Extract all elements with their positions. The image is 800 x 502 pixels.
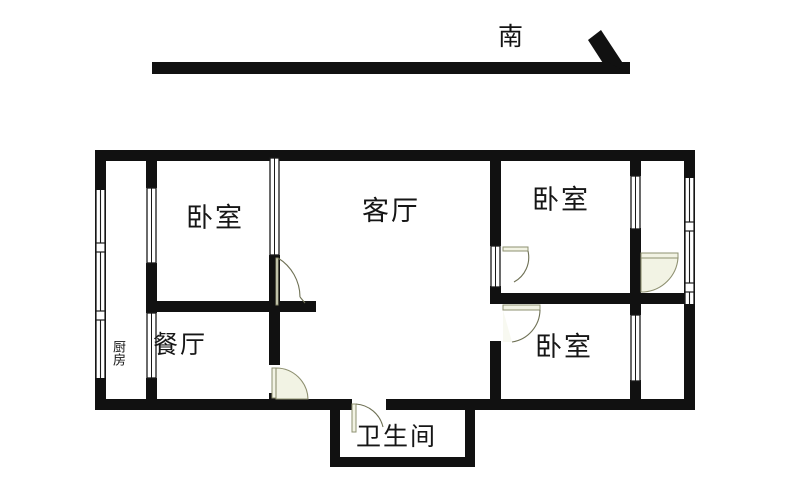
wall-pillars bbox=[136, 150, 685, 410]
door-bedroom-bottomright bbox=[502, 304, 541, 343]
compass-direction-label: 南 bbox=[498, 22, 524, 51]
room-label-bathroom: 卫生间 bbox=[356, 422, 438, 451]
window-living-right-partition bbox=[490, 245, 501, 288]
interior-walls bbox=[146, 150, 684, 410]
room-label-bedroom-bottom-right: 卧室 bbox=[535, 332, 593, 363]
window-left-exterior bbox=[95, 185, 106, 383]
door-dining-room bbox=[271, 367, 309, 400]
door-bedroom-topright bbox=[502, 246, 530, 283]
door-balcony bbox=[640, 252, 679, 293]
compass-arrow-icon bbox=[152, 30, 630, 74]
exterior-walls bbox=[95, 150, 695, 410]
room-label-bedroom-top-right: 卧室 bbox=[532, 185, 590, 216]
window-bedroom-bottomright bbox=[630, 314, 641, 382]
door-bathroom bbox=[351, 403, 384, 433]
window-right-exterior bbox=[684, 173, 695, 309]
window-living-left-partition bbox=[269, 157, 280, 256]
window-bedroom-topright bbox=[630, 175, 641, 230]
door-bedroom-topleft bbox=[275, 257, 306, 306]
window-dining-partition bbox=[146, 312, 157, 379]
window-bedroom-topleft-partition bbox=[146, 187, 157, 264]
room-label-bedroom-top-left: 卧室 bbox=[186, 203, 244, 234]
room-label-kitchen: 厨房 bbox=[110, 340, 125, 366]
room-label-dining-room: 餐厅 bbox=[153, 330, 208, 359]
room-label-living-room: 客厅 bbox=[362, 196, 420, 227]
